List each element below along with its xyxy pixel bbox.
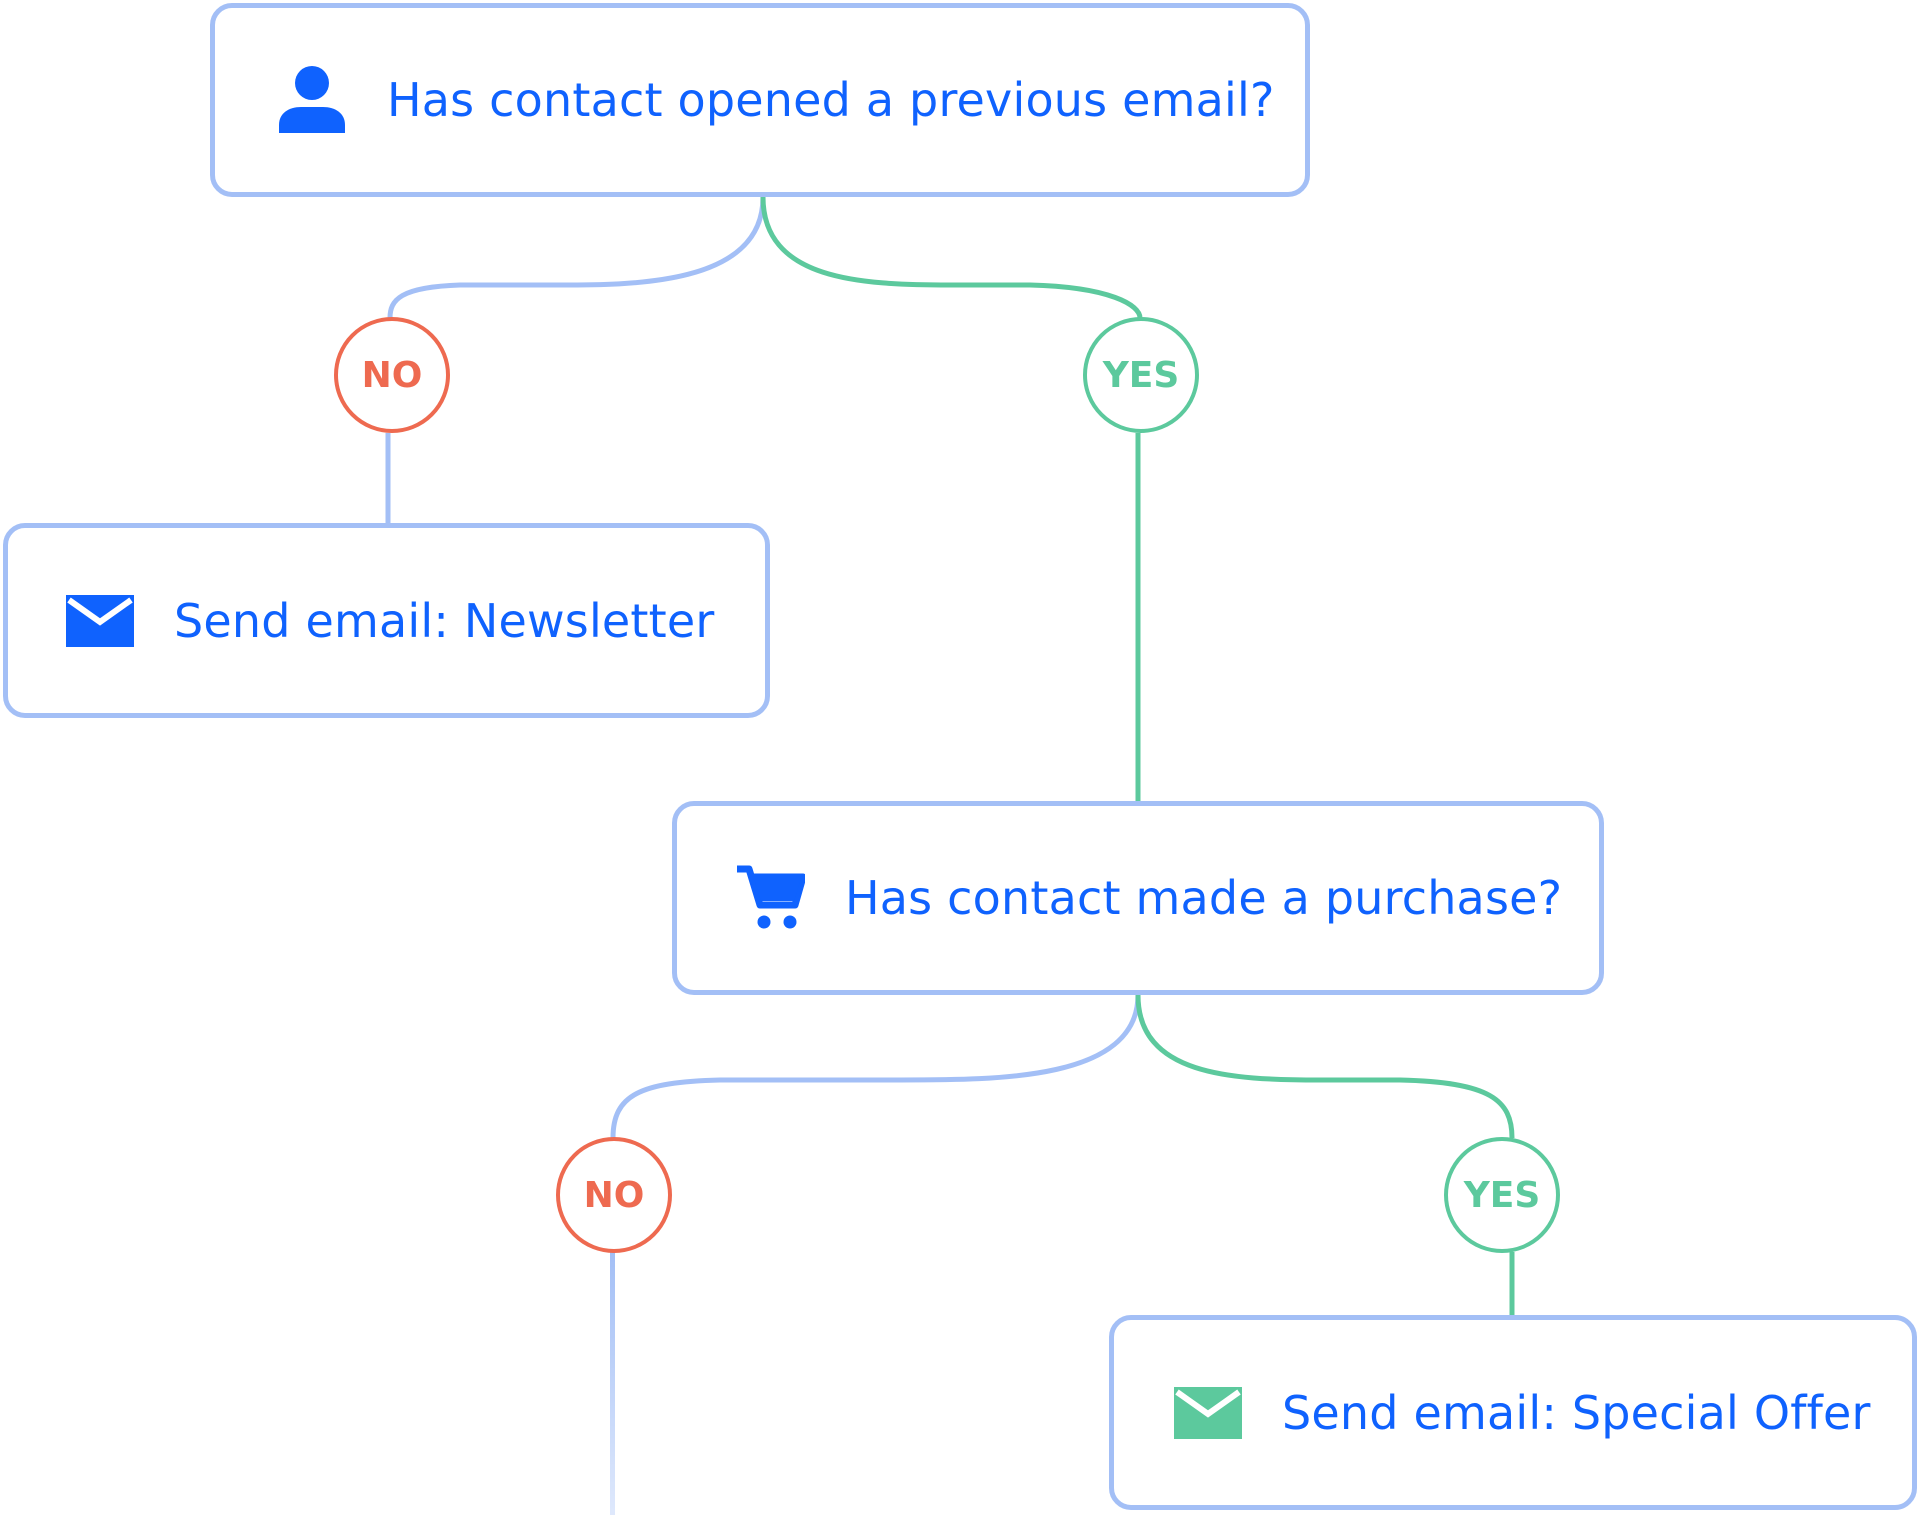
envelope-icon bbox=[66, 594, 134, 647]
person-icon bbox=[277, 65, 347, 135]
node-send-special-offer[interactable]: Send email: Special Offer bbox=[1109, 1315, 1917, 1510]
node-label: Has contact made a purchase? bbox=[845, 871, 1563, 925]
node-label: Send email: Newsletter bbox=[174, 593, 715, 648]
node-made-purchase[interactable]: Has contact made a purchase? bbox=[672, 801, 1604, 995]
yes-badge: YES bbox=[1083, 317, 1199, 433]
no-badge: NO bbox=[556, 1137, 672, 1253]
yes-badge: YES bbox=[1444, 1137, 1560, 1253]
node-opened-previous-email[interactable]: Has contact opened a previous email? bbox=[210, 3, 1310, 197]
envelope-icon bbox=[1174, 1386, 1242, 1439]
connector-opened-to-no bbox=[387, 196, 766, 319]
connector-no-continuation bbox=[610, 1252, 615, 1515]
connector-purchase-to-yes bbox=[1135, 994, 1515, 1139]
cart-icon bbox=[737, 865, 805, 931]
connector-purchase-to-no bbox=[610, 994, 1141, 1139]
no-badge: NO bbox=[334, 317, 450, 433]
connector-opened-to-yes bbox=[760, 196, 1143, 319]
node-send-newsletter[interactable]: Send email: Newsletter bbox=[3, 523, 770, 718]
node-label: Send email: Special Offer bbox=[1282, 1385, 1871, 1440]
node-label: Has contact opened a previous email? bbox=[387, 73, 1275, 127]
